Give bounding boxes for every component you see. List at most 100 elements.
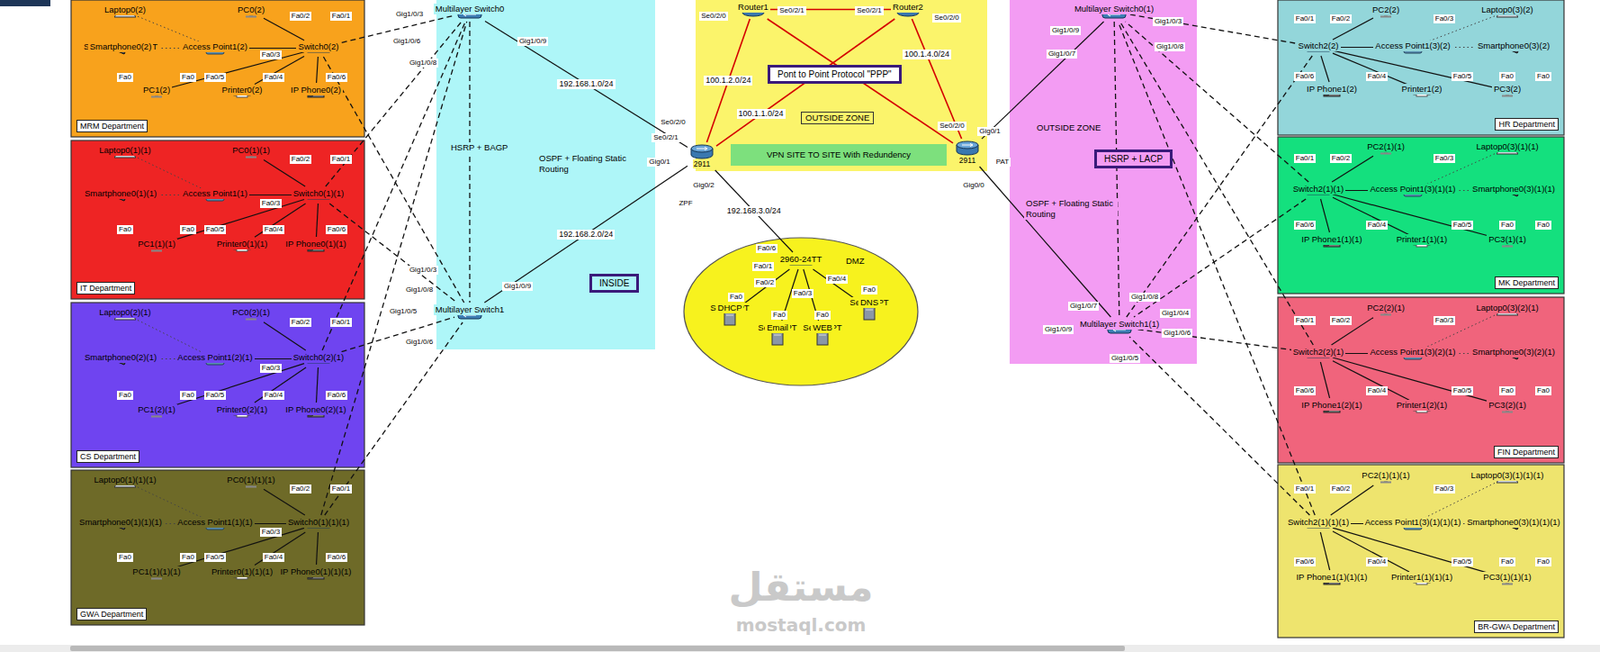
- device-node: Printer-PTPrinter1(1)(1)(1): [1411, 571, 1433, 585]
- device-label: IP Phone1(1)(1): [1299, 233, 1364, 245]
- port-label: Fa0: [728, 292, 745, 302]
- network-link: [315, 367, 318, 403]
- device-label: 2960-24TT: [778, 253, 824, 265]
- device-label: PC1(2): [141, 84, 172, 96]
- icon-part: [696, 147, 708, 151]
- port-label: Fa0/6: [325, 552, 348, 562]
- device-node: SMARTPHONE-PTSmartphone0(3)(2)(1): [1502, 346, 1525, 360]
- device-label: Switch0(1)(1): [291, 188, 347, 199]
- zone-label: HSRP + BAGP: [449, 142, 510, 153]
- zone-fill: [71, 469, 365, 625]
- device-label: 2911: [692, 159, 711, 169]
- device-node: Printer-PTPrinter1(1)(1): [1411, 233, 1433, 248]
- port-label: Se0/2/0: [699, 11, 729, 21]
- device-label: Laptop0(2)(1): [97, 306, 153, 318]
- device-node: PC-PTPC0(1)(1): [240, 144, 262, 159]
- icon-part: [1501, 245, 1513, 248]
- device-node: 7960IP Phone1(2)(1): [1321, 399, 1343, 414]
- zone-fill: [436, 0, 656, 350]
- device-label: Smartphone0(3)(2): [1475, 40, 1552, 52]
- network-link: [254, 203, 306, 237]
- device-label: Smartphone0(1)(1)(1): [77, 516, 164, 528]
- device-label: Laptop0(3)(2): [1479, 4, 1536, 16]
- device-label: Printer1(2)(1): [1394, 399, 1450, 411]
- network-link: [1320, 531, 1330, 570]
- department-zone: Laptop-PTLaptop0(1)(1)(1) PC-PTPC0(1)(1)(…: [71, 469, 365, 625]
- zone-label: HR Department: [1494, 117, 1559, 131]
- device-node: Printer-PTPrinter0(2)(1): [231, 404, 253, 418]
- device-icon: [689, 143, 715, 160]
- device-label: Smartphone0(3)(1)(1): [1470, 183, 1557, 195]
- device-node: AccessPoint-PTAccess Point1(3)(1)(1): [1402, 183, 1424, 198]
- watermark: مستقل: [728, 565, 874, 609]
- zone-label: MRM Department: [76, 119, 148, 133]
- tag-text: Pont to Point Protocol "PPP": [775, 68, 894, 81]
- port-label: Fa0/4: [826, 274, 848, 284]
- network-link: [981, 21, 1105, 139]
- zone-rect: [1009, 0, 1197, 364]
- subnet-label: 192.168.1.0/24: [557, 79, 615, 90]
- device-label: DHCP: [716, 302, 745, 314]
- device-node: PC-PTPC3(2): [1496, 83, 1519, 98]
- server: Server-PTDHCP: [722, 302, 738, 326]
- device-label: WEB: [810, 322, 835, 333]
- router: 2911Router1: [740, 1, 766, 18]
- dmz-ellipse: [683, 237, 918, 386]
- icon-part: [151, 96, 162, 99]
- tag-text: HSRP + LACP: [1102, 152, 1165, 165]
- network-link: [1320, 361, 1330, 398]
- port-label: Gig1/0/7: [1046, 49, 1078, 59]
- device-label: Access Point1(3)(1)(1)(1): [1363, 516, 1464, 528]
- subnet-label: 100.1.4.0/24: [902, 49, 952, 60]
- device-label: Multilayer Switch1: [433, 304, 507, 315]
- port-label: Gig1/0/8: [1129, 292, 1160, 302]
- port-label: Fa0/2: [289, 11, 312, 21]
- network-link: [254, 531, 306, 565]
- network-link: [484, 165, 688, 303]
- zone-label: GWA Department: [76, 607, 147, 621]
- dashed-link: [325, 21, 462, 187]
- zone-label: OSPF + Floating Static Routing: [1024, 197, 1118, 220]
- port-label: Fa0/5: [204, 72, 226, 82]
- port-label: Fa0: [1499, 220, 1516, 230]
- port-label: Fa0: [1535, 386, 1552, 396]
- device-label: Access Point1(3)(2)(1): [1367, 346, 1457, 358]
- network-link: [316, 531, 319, 565]
- device-label: Laptop0(3)(1)(1): [1474, 141, 1540, 153]
- device-label: PC2(2)(1): [1365, 302, 1407, 314]
- device-node: SMARTPHONE-PTSmartphone0(3)(1)(1): [1502, 183, 1525, 198]
- device-node: 2960-24TTSwitch0(2)(1): [305, 351, 332, 366]
- port-label: Fa0/3: [260, 50, 282, 60]
- port-label: Fa0/4: [262, 390, 285, 400]
- port-label: Fa0/3: [1433, 14, 1456, 24]
- server: Server-PTEmail: [770, 322, 785, 346]
- port-label: Fa0/6: [1294, 386, 1316, 396]
- zone-label: BR-GWA Department: [1474, 620, 1559, 633]
- device-node: AccessPoint-PTAccess Point1(3)(2): [1402, 40, 1424, 54]
- device-label: Multilayer Switch0(1): [1072, 3, 1156, 15]
- dashed-link: [1425, 482, 1495, 517]
- device-label: Switch2(1)(1): [1291, 183, 1347, 195]
- window-bar: [0, 0, 51, 7]
- port-label: Fa0/2: [754, 278, 776, 288]
- network-link: [169, 198, 305, 242]
- port-label: Gig1/0/3: [394, 9, 425, 19]
- port-label: PAT: [994, 157, 1011, 167]
- dmz-zone: 2960-24TTServer-PTDHCPServer-PTEmailServ…: [683, 237, 918, 386]
- icon-part: [956, 141, 979, 149]
- device-label: Smartphone0(1)(1): [82, 188, 159, 199]
- scroll-track: [0, 644, 1600, 652]
- zone-label: CS Department: [76, 449, 140, 463]
- port-label: Fa0/5: [1451, 220, 1474, 230]
- zone-fill: [683, 237, 918, 386]
- multilayer-switch: 3650-24PSMultilayer Switch1: [456, 304, 484, 321]
- network-link: [1332, 50, 1495, 88]
- device-node: PC-PTPC0(1)(1)(1): [240, 474, 262, 488]
- device-node: 7960IP Phone0(1)(1)(1): [305, 566, 327, 580]
- device-label: Router2: [890, 1, 926, 13]
- device-label: Laptop0(3)(1)(1)(1): [1469, 469, 1547, 481]
- port-label: Fa0: [1535, 220, 1552, 230]
- port-label: Fa0: [179, 390, 197, 400]
- device-node: Laptop-PTLaptop0(1)(1)(1): [114, 474, 136, 488]
- device-node: 2960-24TTSwitch0(1)(1): [305, 188, 332, 202]
